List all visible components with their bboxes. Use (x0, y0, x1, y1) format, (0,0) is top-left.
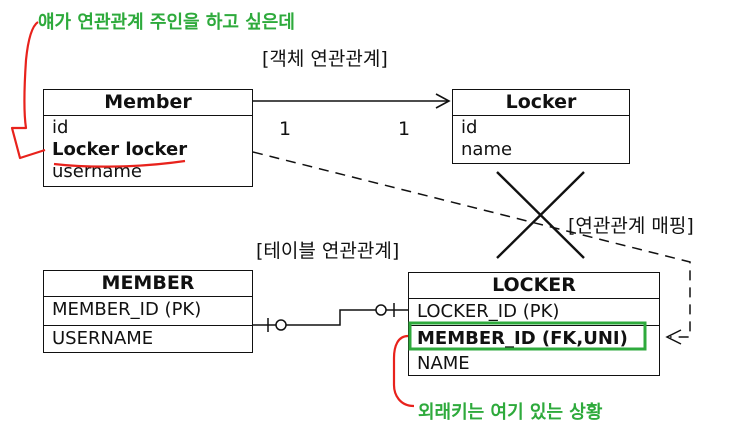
foreign-key-note: 외래키는 여기 있는 상황 (418, 402, 603, 423)
fk-bracket-mark (392, 334, 415, 408)
member-table[interactable]: MEMBER MEMBER_ID (PK) USERNAME (43, 270, 253, 353)
member-table-username: USERNAME (52, 328, 154, 349)
locker-field-id: id (461, 117, 478, 138)
multiplicity-right: 1 (398, 118, 411, 140)
locker-table-pk: LOCKER_ID (PK) (409, 299, 659, 326)
member-entity-title: Member (44, 90, 252, 116)
multiplicity-left: 1 (279, 118, 292, 140)
locker-entity[interactable]: Locker id name (452, 89, 630, 164)
mapping-label: [연관관계 매핑] (568, 215, 694, 237)
member-table-pk: MEMBER_ID (PK) (44, 297, 252, 326)
member-field-locker: Locker locker (52, 139, 188, 160)
locker-table-title: LOCKER (409, 273, 659, 299)
locker-table-fk: MEMBER_ID (FK,UNI) (417, 328, 628, 349)
locker-underline (53, 159, 186, 168)
mapping-dashed-line (252, 151, 691, 338)
owner-wish-note: 얘가 연관관계 주인을 하고 싶은데 (38, 12, 295, 33)
left-bracket-mark (10, 21, 46, 160)
member-table-title: MEMBER (44, 271, 252, 297)
table-relation-label: [테이블 연관관계] (256, 240, 400, 262)
fk-highlight-box (408, 321, 647, 351)
object-relation-label: [객체 연관관계] (262, 48, 388, 70)
locker-table-name: NAME (417, 353, 470, 374)
locker-entity-title: Locker (453, 90, 629, 116)
cross-icon-b (496, 171, 585, 259)
mapping-arrowhead-icon (665, 329, 682, 345)
locker-field-name: name (461, 139, 513, 160)
zero-circle-left (275, 319, 287, 331)
zero-circle-right (375, 304, 387, 316)
arrowhead-icon (435, 93, 451, 109)
table-relationship-line (253, 309, 408, 326)
member-field-id: id (52, 117, 69, 138)
